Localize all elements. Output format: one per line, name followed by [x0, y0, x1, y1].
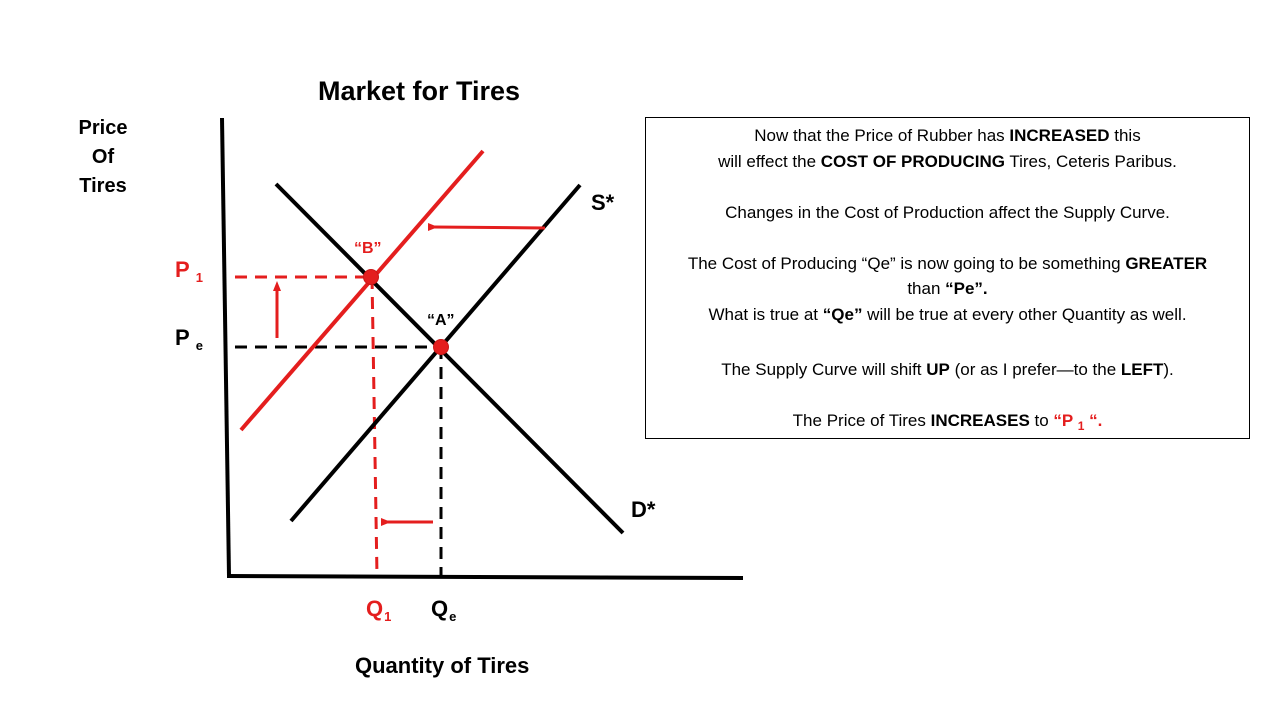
qe-label-sub: e: [449, 609, 457, 624]
y-axis-label: Price Of Tires: [62, 114, 144, 201]
text-segment: Tires, Ceteris Paribus.: [1004, 151, 1177, 171]
qe-label: Qe: [431, 596, 457, 624]
q1-label-main: Q: [366, 596, 384, 621]
textbox-line-1: Now that the Price of Rubber has INCREAS…: [646, 123, 1249, 149]
textbox-line-5: than “Pe”.: [646, 276, 1249, 302]
x-axis-label: Quantity of Tires: [355, 653, 530, 678]
text-emphasis: GREATER: [1125, 253, 1208, 273]
textbox-line-7: The Supply Curve will shift UP (or as I …: [646, 357, 1249, 383]
text-segment: than: [907, 279, 946, 298]
text-emphasis: “Pe”.: [945, 279, 988, 298]
point-b-label: “B”: [354, 240, 382, 257]
text-segment: The Supply Curve will shift: [721, 360, 927, 379]
text-segment: ).: [1163, 360, 1174, 379]
equilibrium-point-a: [433, 339, 449, 355]
p1-label-sub: 1: [195, 270, 203, 285]
textbox-line-3: Changes in the Cost of Production affect…: [725, 202, 1170, 222]
y-axis-label-line-1: Price: [78, 117, 128, 139]
y-axis-label-line-2: Of: [91, 146, 115, 168]
p1-label-main: P: [175, 257, 190, 282]
equilibrium-point-b: [363, 269, 379, 285]
text-segment: will be true at every other Quantity as …: [862, 304, 1187, 324]
y-axis: [220, 117, 231, 577]
text-emphasis: INCREASES: [930, 411, 1030, 430]
shifted-supply-curve: [239, 149, 485, 432]
x-axis: [226, 574, 744, 580]
textbox-line-2: will effect the COST OF PRODUCING Tires,…: [646, 149, 1249, 175]
supply-curve: [289, 183, 582, 523]
textbox-line-8: The Price of Tires INCREASES to “P 1 “.: [646, 408, 1249, 436]
text-emphasis: COST OF PRODUCING: [820, 151, 1005, 171]
y-axis-label-line-3: Tires: [79, 175, 127, 197]
text-emphasis-red: “.: [1084, 411, 1103, 430]
text-emphasis: “Qe”: [822, 304, 863, 324]
supply-label: S*: [591, 190, 615, 215]
explanation-textbox: Now that the Price of Rubber has INCREAS…: [645, 117, 1250, 439]
text-segment: What is true at: [708, 304, 823, 324]
q1-label-sub: 1: [384, 609, 392, 624]
supply-shift-arrow: [427, 222, 546, 231]
text-segment: to: [1029, 411, 1054, 430]
text-emphasis: LEFT: [1120, 360, 1164, 379]
text-emphasis-red: “P: [1053, 411, 1078, 430]
chart-title: Market for Tires: [318, 76, 521, 106]
text-segment: this: [1109, 126, 1141, 145]
demand-curve: [274, 182, 625, 535]
textbox-line-4: The Cost of Producing “Qe” is now going …: [646, 251, 1249, 277]
pe-label-sub: e: [195, 338, 203, 353]
q1-label: Q1: [366, 596, 392, 624]
text-segment: Now that the Price of Rubber has: [754, 126, 1010, 145]
text-segment: will effect the: [718, 151, 821, 171]
text-segment: The Price of Tires: [792, 411, 931, 430]
text-segment: (or as I prefer—to the: [949, 360, 1121, 379]
qe-label-main: Q: [431, 596, 449, 621]
demand-label: D*: [631, 497, 656, 522]
text-emphasis: INCREASED: [1009, 126, 1110, 145]
text-emphasis: UP: [926, 360, 950, 379]
pe-label-main: P: [175, 325, 190, 350]
textbox-line-6: What is true at “Qe” will be true at eve…: [646, 302, 1249, 328]
point-a-label: “A”: [427, 312, 455, 329]
text-subscript-red: 1: [1077, 419, 1085, 433]
text-segment: The Cost of Producing “Qe” is now going …: [687, 253, 1126, 273]
